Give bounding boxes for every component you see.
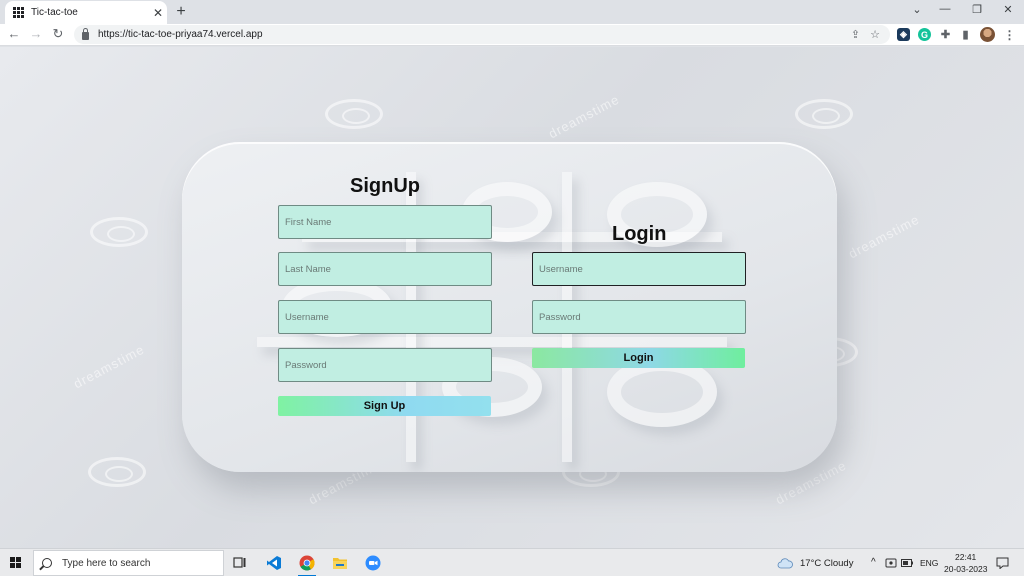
clock-time[interactable]: 22:41	[955, 552, 977, 562]
last-name-input[interactable]	[278, 252, 492, 286]
browser-tabstrip: Tic-tac-toe ✕ + ⌄ — ❐ ✕	[0, 0, 1024, 24]
minimize-button[interactable]: —	[939, 3, 951, 15]
watermark-text: dreamstime	[846, 211, 922, 262]
restore-button[interactable]: ❐	[972, 4, 982, 16]
url-text[interactable]: https://tic-tac-toe-priyaa74.vercel.app	[98, 29, 263, 40]
board-line-horizontal	[257, 337, 727, 347]
watermark-text: dreamstime	[546, 91, 622, 142]
extensions-puzzle-icon[interactable]: ✚	[940, 29, 951, 41]
close-window-button[interactable]: ✕	[1003, 4, 1013, 16]
address-bar[interactable]: https://tic-tac-toe-priyaa74.vercel.app …	[74, 25, 890, 44]
watermark-swirl-icon	[88, 457, 146, 487]
lock-icon[interactable]	[82, 28, 89, 40]
tray-chevron-icon[interactable]: ^	[871, 557, 876, 568]
search-icon	[42, 558, 52, 568]
browser-menu-icon[interactable]: ⋮	[1003, 27, 1016, 42]
browser-toolbar: ← → ↻ https://tic-tac-toe-priyaa74.verce…	[0, 24, 1024, 46]
signup-button[interactable]: Sign Up	[278, 396, 491, 416]
grammarly-extension-icon[interactable]: G	[918, 28, 931, 41]
login-title: Login	[612, 223, 667, 245]
login-password-input[interactable]	[532, 300, 746, 334]
signup-username-input[interactable]	[278, 300, 492, 334]
grid-favicon-icon	[13, 7, 24, 18]
volume-icon[interactable]	[903, 553, 917, 573]
page-background: dreamstime dreamstime dreamstime dreamst…	[0, 47, 1024, 548]
taskbar-search-placeholder: Type here to search	[62, 557, 151, 569]
side-panel-icon[interactable]: ▮	[962, 29, 969, 41]
bookmark-star-icon[interactable]: ☆	[870, 29, 880, 41]
tab-title: Tic-tac-toe	[31, 7, 78, 18]
back-button[interactable]: ←	[7, 26, 21, 41]
notification-icon[interactable]	[994, 553, 1010, 573]
windows-taskbar: Type here to search 17°C Cloudy ^ ENG 22…	[0, 548, 1024, 576]
language-indicator[interactable]: ENG	[920, 558, 939, 568]
new-tab-button[interactable]: +	[176, 3, 186, 20]
signup-title: SignUp	[350, 175, 420, 197]
share-icon[interactable]: ⇪	[850, 29, 861, 41]
extension-dark-icon[interactable]: ◈	[897, 28, 910, 41]
windows-start-icon[interactable]	[10, 557, 22, 569]
first-name-input[interactable]	[278, 205, 492, 239]
login-button[interactable]: Login	[532, 348, 745, 368]
tab-close-icon[interactable]: ✕	[152, 5, 164, 20]
file-explorer-icon[interactable]	[329, 553, 351, 573]
reload-button[interactable]: ↻	[52, 26, 64, 41]
clock-date[interactable]: 20-03-2023	[944, 564, 988, 574]
profile-avatar[interactable]	[980, 27, 995, 42]
taskbar-search-box[interactable]: Type here to search	[33, 550, 224, 576]
login-username-input[interactable]	[532, 252, 746, 286]
zoom-app-icon[interactable]	[362, 553, 384, 573]
chrome-app-icon[interactable]	[296, 553, 318, 576]
tab-search-icon[interactable]: ⌄	[912, 4, 922, 16]
watermark-swirl-icon	[325, 99, 383, 129]
forward-button[interactable]: →	[29, 26, 43, 41]
signup-password-input[interactable]	[278, 348, 492, 382]
meet-now-icon[interactable]	[884, 553, 898, 573]
cloud-weather-icon[interactable]	[776, 553, 794, 573]
vscode-app-icon[interactable]	[263, 553, 285, 573]
task-view-icon[interactable]	[229, 553, 251, 573]
browser-tab-active[interactable]: Tic-tac-toe ✕	[5, 1, 167, 24]
weather-text[interactable]: 17°C Cloudy	[800, 558, 854, 569]
watermark-text: dreamstime	[71, 341, 147, 392]
watermark-swirl-icon	[795, 99, 853, 129]
battery-icon[interactable]	[900, 553, 914, 573]
watermark-swirl-icon	[90, 217, 148, 247]
